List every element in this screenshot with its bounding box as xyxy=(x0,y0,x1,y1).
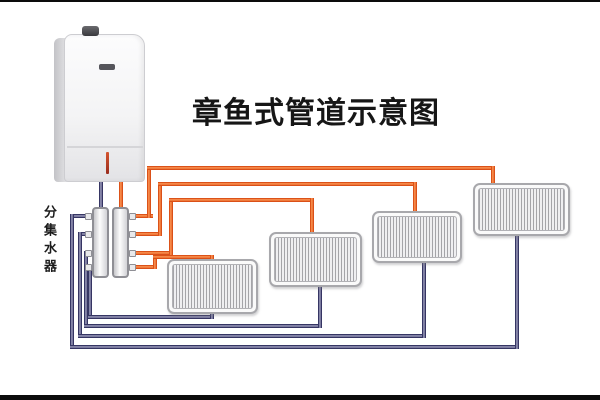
wall-hung-boiler xyxy=(54,26,146,182)
radiator-1 xyxy=(167,259,258,314)
bottom-border-line xyxy=(0,395,600,400)
radiator-fins xyxy=(274,237,357,282)
manifold-port xyxy=(85,250,92,257)
boiler-return-stub xyxy=(99,178,103,209)
pipe-segment xyxy=(78,232,88,236)
pipe-segment xyxy=(133,251,173,255)
manifold-port xyxy=(85,231,92,238)
pipe-segment xyxy=(70,214,74,349)
boiler-brand-logo xyxy=(99,64,115,70)
pipe-segment xyxy=(147,166,495,170)
pipe-segment xyxy=(70,214,88,218)
pipe-segment xyxy=(147,166,151,218)
manifold-port xyxy=(129,231,136,238)
pipe-segment xyxy=(153,255,157,269)
manifold-port xyxy=(85,264,92,271)
pipe-segment xyxy=(169,198,173,255)
radiator-fins xyxy=(172,264,253,309)
radiator-3 xyxy=(372,211,462,263)
pipe-segment xyxy=(491,166,495,186)
boiler-indicator-stripe xyxy=(106,152,109,174)
pipe-segment xyxy=(413,182,417,214)
diagram-title: 章鱼式管道示意图 xyxy=(192,96,440,131)
pipe-segment xyxy=(88,266,92,319)
manifold-supply-bar xyxy=(112,207,129,278)
radiator-2 xyxy=(269,232,362,287)
pipe-segment xyxy=(78,334,426,338)
manifold-port xyxy=(129,250,136,257)
top-border-line xyxy=(0,0,600,2)
pipe-segment xyxy=(84,324,322,328)
pipe-segment xyxy=(158,182,417,186)
radiator-4 xyxy=(473,183,570,236)
pipe-segment xyxy=(422,261,426,338)
pipe-segment xyxy=(78,232,82,338)
manifold-port xyxy=(129,264,136,271)
pipe-segment xyxy=(318,285,322,328)
boiler-front-panel xyxy=(64,34,145,182)
boiler-panel-divider xyxy=(67,146,143,148)
boiler-supply-stub xyxy=(119,178,123,209)
pipe-segment xyxy=(169,198,314,202)
radiator-fins xyxy=(478,188,565,231)
manifold-port xyxy=(129,213,136,220)
manifold-label: 分集水器 xyxy=(41,205,56,277)
pipe-segment xyxy=(158,182,162,236)
pipe-segment xyxy=(210,311,214,319)
pipe-segment xyxy=(88,315,214,319)
pipe-segment xyxy=(70,345,519,349)
pipe-segment xyxy=(515,234,519,349)
pipe-segment xyxy=(153,255,214,259)
manifold-port xyxy=(85,213,92,220)
pipe-segment xyxy=(133,214,153,218)
manifold-return-bar xyxy=(92,207,109,278)
pipe-segment xyxy=(133,265,157,269)
radiator-fins xyxy=(377,216,457,258)
pipe-segment xyxy=(133,232,162,236)
pipe-segment xyxy=(84,251,88,328)
pipe-segment xyxy=(310,198,314,235)
boiler-flue-vent xyxy=(82,26,99,36)
